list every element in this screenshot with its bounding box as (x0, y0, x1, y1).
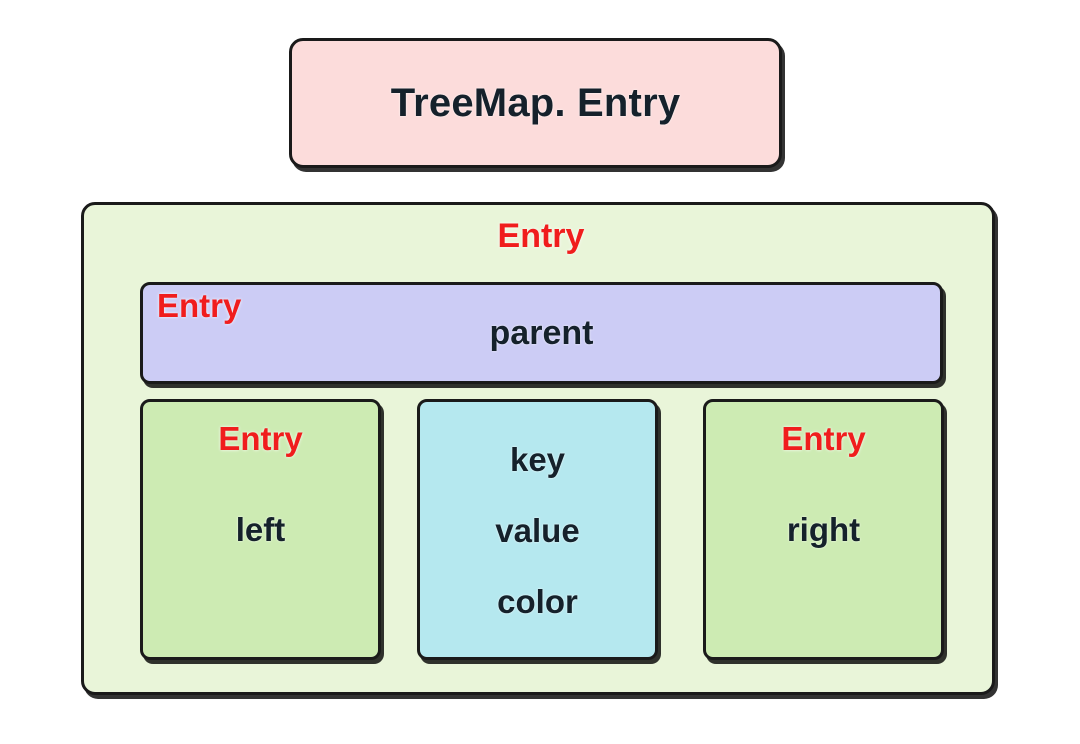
right-entry-type-label: Entry (781, 420, 866, 457)
right-field-label: right (786, 510, 861, 548)
left-field-label: left (235, 510, 286, 548)
outer-entry-type-label: Entry (497, 217, 585, 255)
title-card-label: TreeMap. Entry (390, 80, 681, 125)
right-field-box: Entry right (703, 399, 944, 660)
payload-field-box: key value color (417, 399, 658, 660)
payload-field-color: color (497, 583, 578, 620)
left-entry-type-label: Entry (218, 420, 303, 457)
left-field-box: Entry left (140, 399, 381, 660)
parent-field-label: parent (489, 313, 594, 352)
title-card: TreeMap. Entry (289, 38, 782, 168)
payload-field-list: key value color (420, 402, 655, 657)
payload-field-value: value (495, 512, 580, 549)
payload-field-key: key (509, 441, 566, 478)
outer-entry-container: Entry Entry parent Entry left key value … (81, 202, 995, 695)
parent-entry-type-label: Entry (157, 287, 242, 324)
parent-field-box: Entry parent (140, 282, 943, 384)
